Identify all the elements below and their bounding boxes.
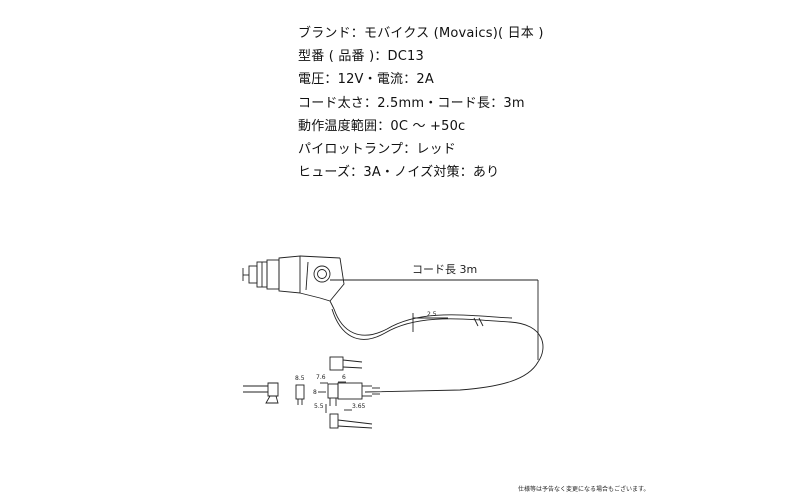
spec-list: ブランド：モバイクス (Movaics)( 日本 ) 型番 ( 品番 )：DC1… — [298, 22, 544, 184]
output-connector — [337, 382, 380, 400]
spec-cord: コード太さ：2.5mm・コード長：3m — [298, 95, 525, 111]
dim-6: 6 — [342, 374, 346, 381]
spec-model: 型番 ( 品番 )：DC13 — [298, 49, 424, 65]
spec-fuse-noise: ヒューズ：3A・ノイズ対策：あり — [298, 165, 500, 181]
main-cord — [331, 308, 544, 393]
spec-temperature: 動作温度範囲：0C ～ +50c — [298, 118, 466, 134]
dim-8-5: 8.5 — [295, 375, 305, 382]
tip-angled-left — [243, 382, 279, 404]
cord-diameter-label: 2.5 — [427, 311, 437, 318]
spec-pilot-lamp: パイロットランプ：レッド — [298, 141, 457, 157]
dim-5-5: 5.5 — [314, 403, 324, 410]
cigarette-plug — [242, 255, 345, 310]
dim-3-65: 3.65 — [352, 403, 366, 410]
cord-length-label: コード長 3m — [412, 263, 477, 276]
dim-8: 8 — [313, 389, 317, 396]
tip-straight-top — [329, 356, 363, 371]
tip-dimensioned — [318, 381, 346, 406]
tip-angled-bottom — [325, 404, 373, 429]
dim-7-6: 7.6 — [316, 374, 326, 381]
spec-voltage-current: 電圧：12V・電流：2A — [298, 72, 434, 88]
tip-barrel-small — [295, 384, 305, 405]
spec-brand: ブランド：モバイクス (Movaics)( 日本 ) — [298, 26, 544, 41]
footnote: 仕様等は予告なく変更になる場合もございます。 — [518, 486, 650, 493]
